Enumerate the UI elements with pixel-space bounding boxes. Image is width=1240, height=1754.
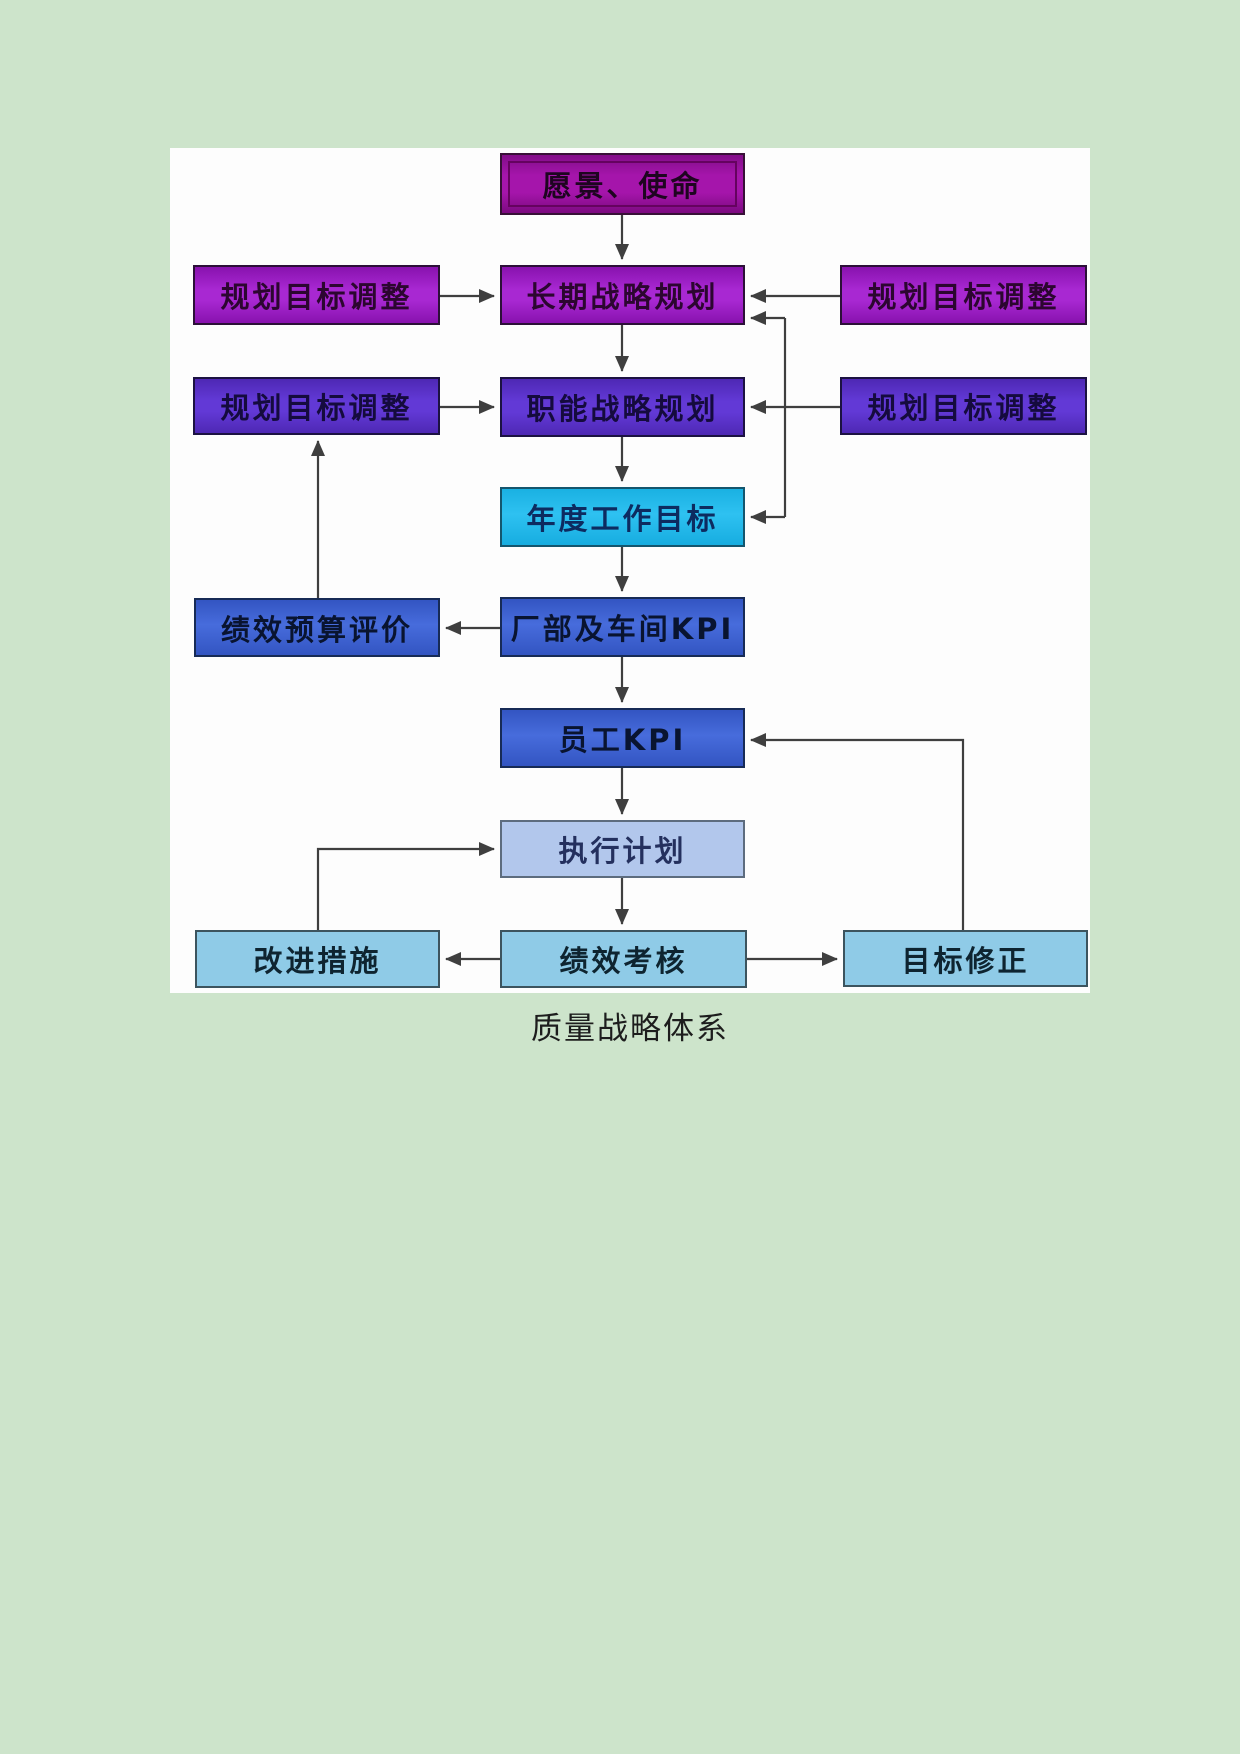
node-plan-adjust-top-left-label: 规划目标调整	[220, 280, 413, 314]
node-target-revision-label: 目标修正	[901, 943, 1030, 978]
node-dept-kpi: 厂部及车间KPI	[500, 597, 745, 657]
node-dept-kpi-label: 厂部及车间KPI	[510, 612, 735, 646]
node-plan-adjust-mid-right: 规划目标调整	[840, 377, 1087, 435]
node-perf-assessment: 绩效考核	[500, 930, 747, 988]
node-plan-adjust-top-right-label: 规划目标调整	[867, 280, 1060, 314]
flowchart-panel: 愿景、使命 规划目标调整 长期战略规划 规划目标调整 规划目标调整 职能战略规划…	[170, 148, 1090, 993]
node-employee-kpi: 员工KPI	[500, 708, 745, 768]
node-perf-assessment-label: 绩效考核	[559, 944, 688, 978]
node-annual-goal-label: 年度工作目标	[526, 502, 719, 536]
node-vision-label: 愿景、使命	[542, 169, 703, 203]
node-plan-adjust-mid-left: 规划目标调整	[193, 377, 440, 435]
node-employee-kpi-label: 员工KPI	[558, 723, 687, 757]
node-improvement-measures: 改进措施	[195, 930, 440, 988]
node-plan-adjust-mid-right-label: 规划目标调整	[867, 391, 1060, 425]
node-long-term-plan-label: 长期战略规划	[526, 280, 719, 314]
node-annual-goal: 年度工作目标	[500, 487, 745, 547]
figure-caption: 质量战略体系	[531, 1011, 729, 1047]
node-perf-budget-eval: 绩效预算评价	[194, 598, 440, 657]
node-execution-plan-label: 执行计划	[558, 834, 687, 868]
node-execution-plan: 执行计划	[500, 820, 745, 878]
edge-improvement-to-execution	[316, 842, 495, 930]
node-functional-plan-label: 职能战略规划	[526, 392, 719, 426]
node-plan-adjust-top-left: 规划目标调整	[193, 265, 440, 325]
node-long-term-plan: 长期战略规划	[500, 265, 745, 325]
node-vision: 愿景、使命	[500, 153, 745, 215]
node-plan-adjust-top-right: 规划目标调整	[840, 265, 1087, 325]
edge-target-revision-to-employee-kpi	[750, 733, 965, 930]
node-improvement-measures-label: 改进措施	[253, 944, 382, 978]
node-target-revision: 目标修正	[843, 930, 1088, 987]
node-perf-budget-eval-label: 绩效预算评价	[220, 612, 413, 647]
node-functional-plan: 职能战略规划	[500, 377, 745, 437]
node-plan-adjust-mid-left-label: 规划目标调整	[220, 391, 413, 425]
